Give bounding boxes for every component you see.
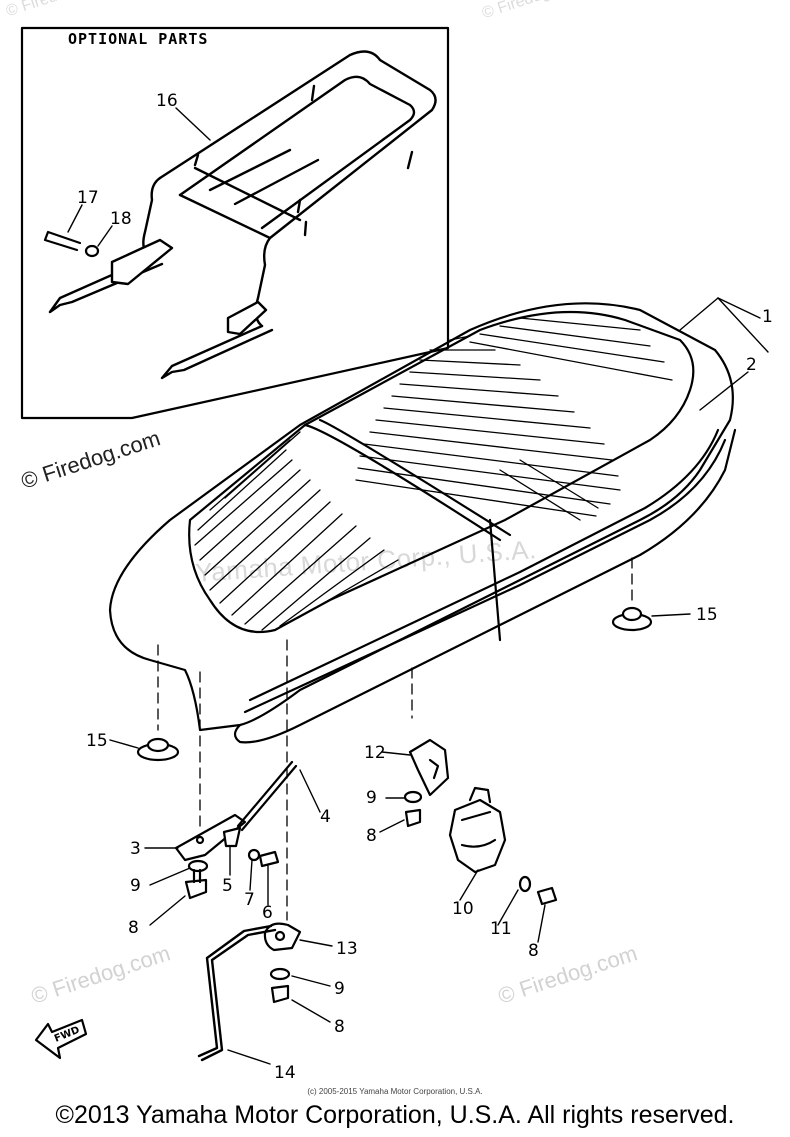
callout-8-bottom: 8 xyxy=(334,1017,345,1037)
footer-copyright: ©2013 Yamaha Motor Corporation, U.S.A. A… xyxy=(55,1101,735,1129)
callout-9-left: 9 xyxy=(130,876,141,896)
bolt-8-left xyxy=(184,868,208,900)
bolt-6 xyxy=(258,850,280,868)
callout-8-right: 8 xyxy=(528,941,539,961)
seat-assembly xyxy=(108,302,737,744)
grommet-15-right xyxy=(611,606,653,632)
carrier-rack xyxy=(48,50,437,380)
callout-18: 18 xyxy=(110,209,132,229)
bolt-8-bottom xyxy=(270,984,290,1004)
washer-18 xyxy=(84,244,100,258)
seat-ribs xyxy=(194,317,673,631)
pin-4 xyxy=(236,760,298,832)
seat-lock-10 xyxy=(448,798,507,874)
callout-16: 16 xyxy=(156,91,178,111)
callout-15-left: 15 xyxy=(86,731,108,751)
washer-11 xyxy=(518,875,532,893)
small-copyright: (c) 2005-2015 Yamaha Motor Corporation, … xyxy=(307,1087,483,1096)
grommet-15-left xyxy=(136,737,180,762)
callout-1: 1 xyxy=(762,307,773,327)
washer-9-bottom xyxy=(269,967,291,981)
optional-parts-panel xyxy=(20,26,450,420)
callout-10: 10 xyxy=(452,899,474,919)
callout-9-bottom: 9 xyxy=(334,979,345,999)
washer-9-left xyxy=(187,859,209,873)
callout-11: 11 xyxy=(490,919,512,939)
callout-8-left: 8 xyxy=(128,918,139,938)
callout-9-mid: 9 xyxy=(366,788,377,808)
callout-14: 14 xyxy=(274,1063,296,1083)
washer-7 xyxy=(247,848,261,862)
callout-12: 12 xyxy=(364,743,386,763)
optional-parts-title: OPTIONAL PARTS xyxy=(68,30,209,48)
callout-13: 13 xyxy=(336,939,358,959)
holder-13 xyxy=(263,922,302,952)
bracket-12 xyxy=(408,738,450,797)
callout-5: 5 xyxy=(222,876,233,896)
callout-2: 2 xyxy=(746,355,757,375)
bolt-17 xyxy=(43,230,82,252)
bolt-8-right xyxy=(536,886,558,906)
fwd-arrow-icon xyxy=(34,1018,88,1060)
wire-14 xyxy=(197,924,277,1062)
callout-15-right: 15 xyxy=(696,605,718,625)
callout-7: 7 xyxy=(244,890,255,910)
callout-17: 17 xyxy=(77,188,99,208)
callout-3: 3 xyxy=(130,839,141,859)
clip-5 xyxy=(222,826,242,848)
callout-6: 6 xyxy=(262,903,273,923)
washer-9-mid xyxy=(403,790,423,804)
callout-4: 4 xyxy=(320,807,331,827)
bolt-8-mid xyxy=(404,808,422,828)
callout-8-mid: 8 xyxy=(366,826,377,846)
